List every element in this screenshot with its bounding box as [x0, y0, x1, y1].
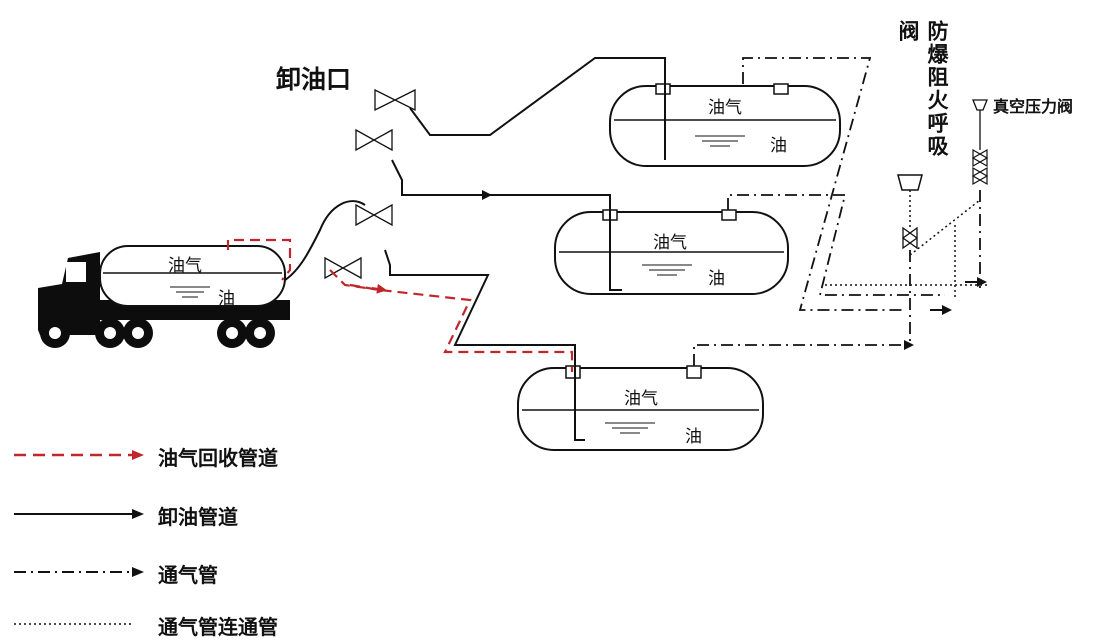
- tank-bottom-vapor-label: 油气: [624, 389, 658, 409]
- unloading-port-label: 卸油口: [276, 65, 352, 94]
- tanker-truck: [38, 245, 290, 348]
- truck-oil-label: 油: [218, 289, 235, 309]
- tank-middle-oil-label: 油: [708, 269, 725, 289]
- vacuum-valve-label: 真空压力阀: [993, 97, 1074, 116]
- tank-bottom-oil-label: 油: [685, 427, 702, 447]
- tank-top-oil-label: 油: [770, 136, 787, 156]
- vacuum-valve-device: [971, 99, 989, 186]
- tank-bottom: [517, 365, 764, 451]
- truck-window: [66, 262, 86, 282]
- breather-valve-device: [897, 174, 923, 250]
- breather-valve-label: 防爆阻火呼吸阀: [896, 20, 949, 158]
- legend-lines: [14, 450, 144, 625]
- legend-vapor-recovery: 油气回收管道: [158, 446, 278, 470]
- truck-vapor-label: 油气: [168, 256, 202, 276]
- tank-middle: [554, 209, 789, 295]
- tank-top: [609, 83, 841, 167]
- truck-tank: [99, 245, 286, 307]
- legend-unloading: 卸油管道: [158, 505, 238, 529]
- legend-vent: 通气管: [158, 563, 218, 587]
- tank-middle-vapor-label: 油气: [653, 233, 687, 253]
- vent-pipes: [693, 57, 981, 366]
- tank-top-vapor-label: 油气: [708, 98, 742, 118]
- truck-hose: [284, 200, 366, 281]
- unloading-pipes: [384, 57, 666, 441]
- legend-vent-connect: 通气管连通管: [158, 615, 278, 639]
- vent-connecting-pipe: [825, 199, 990, 300]
